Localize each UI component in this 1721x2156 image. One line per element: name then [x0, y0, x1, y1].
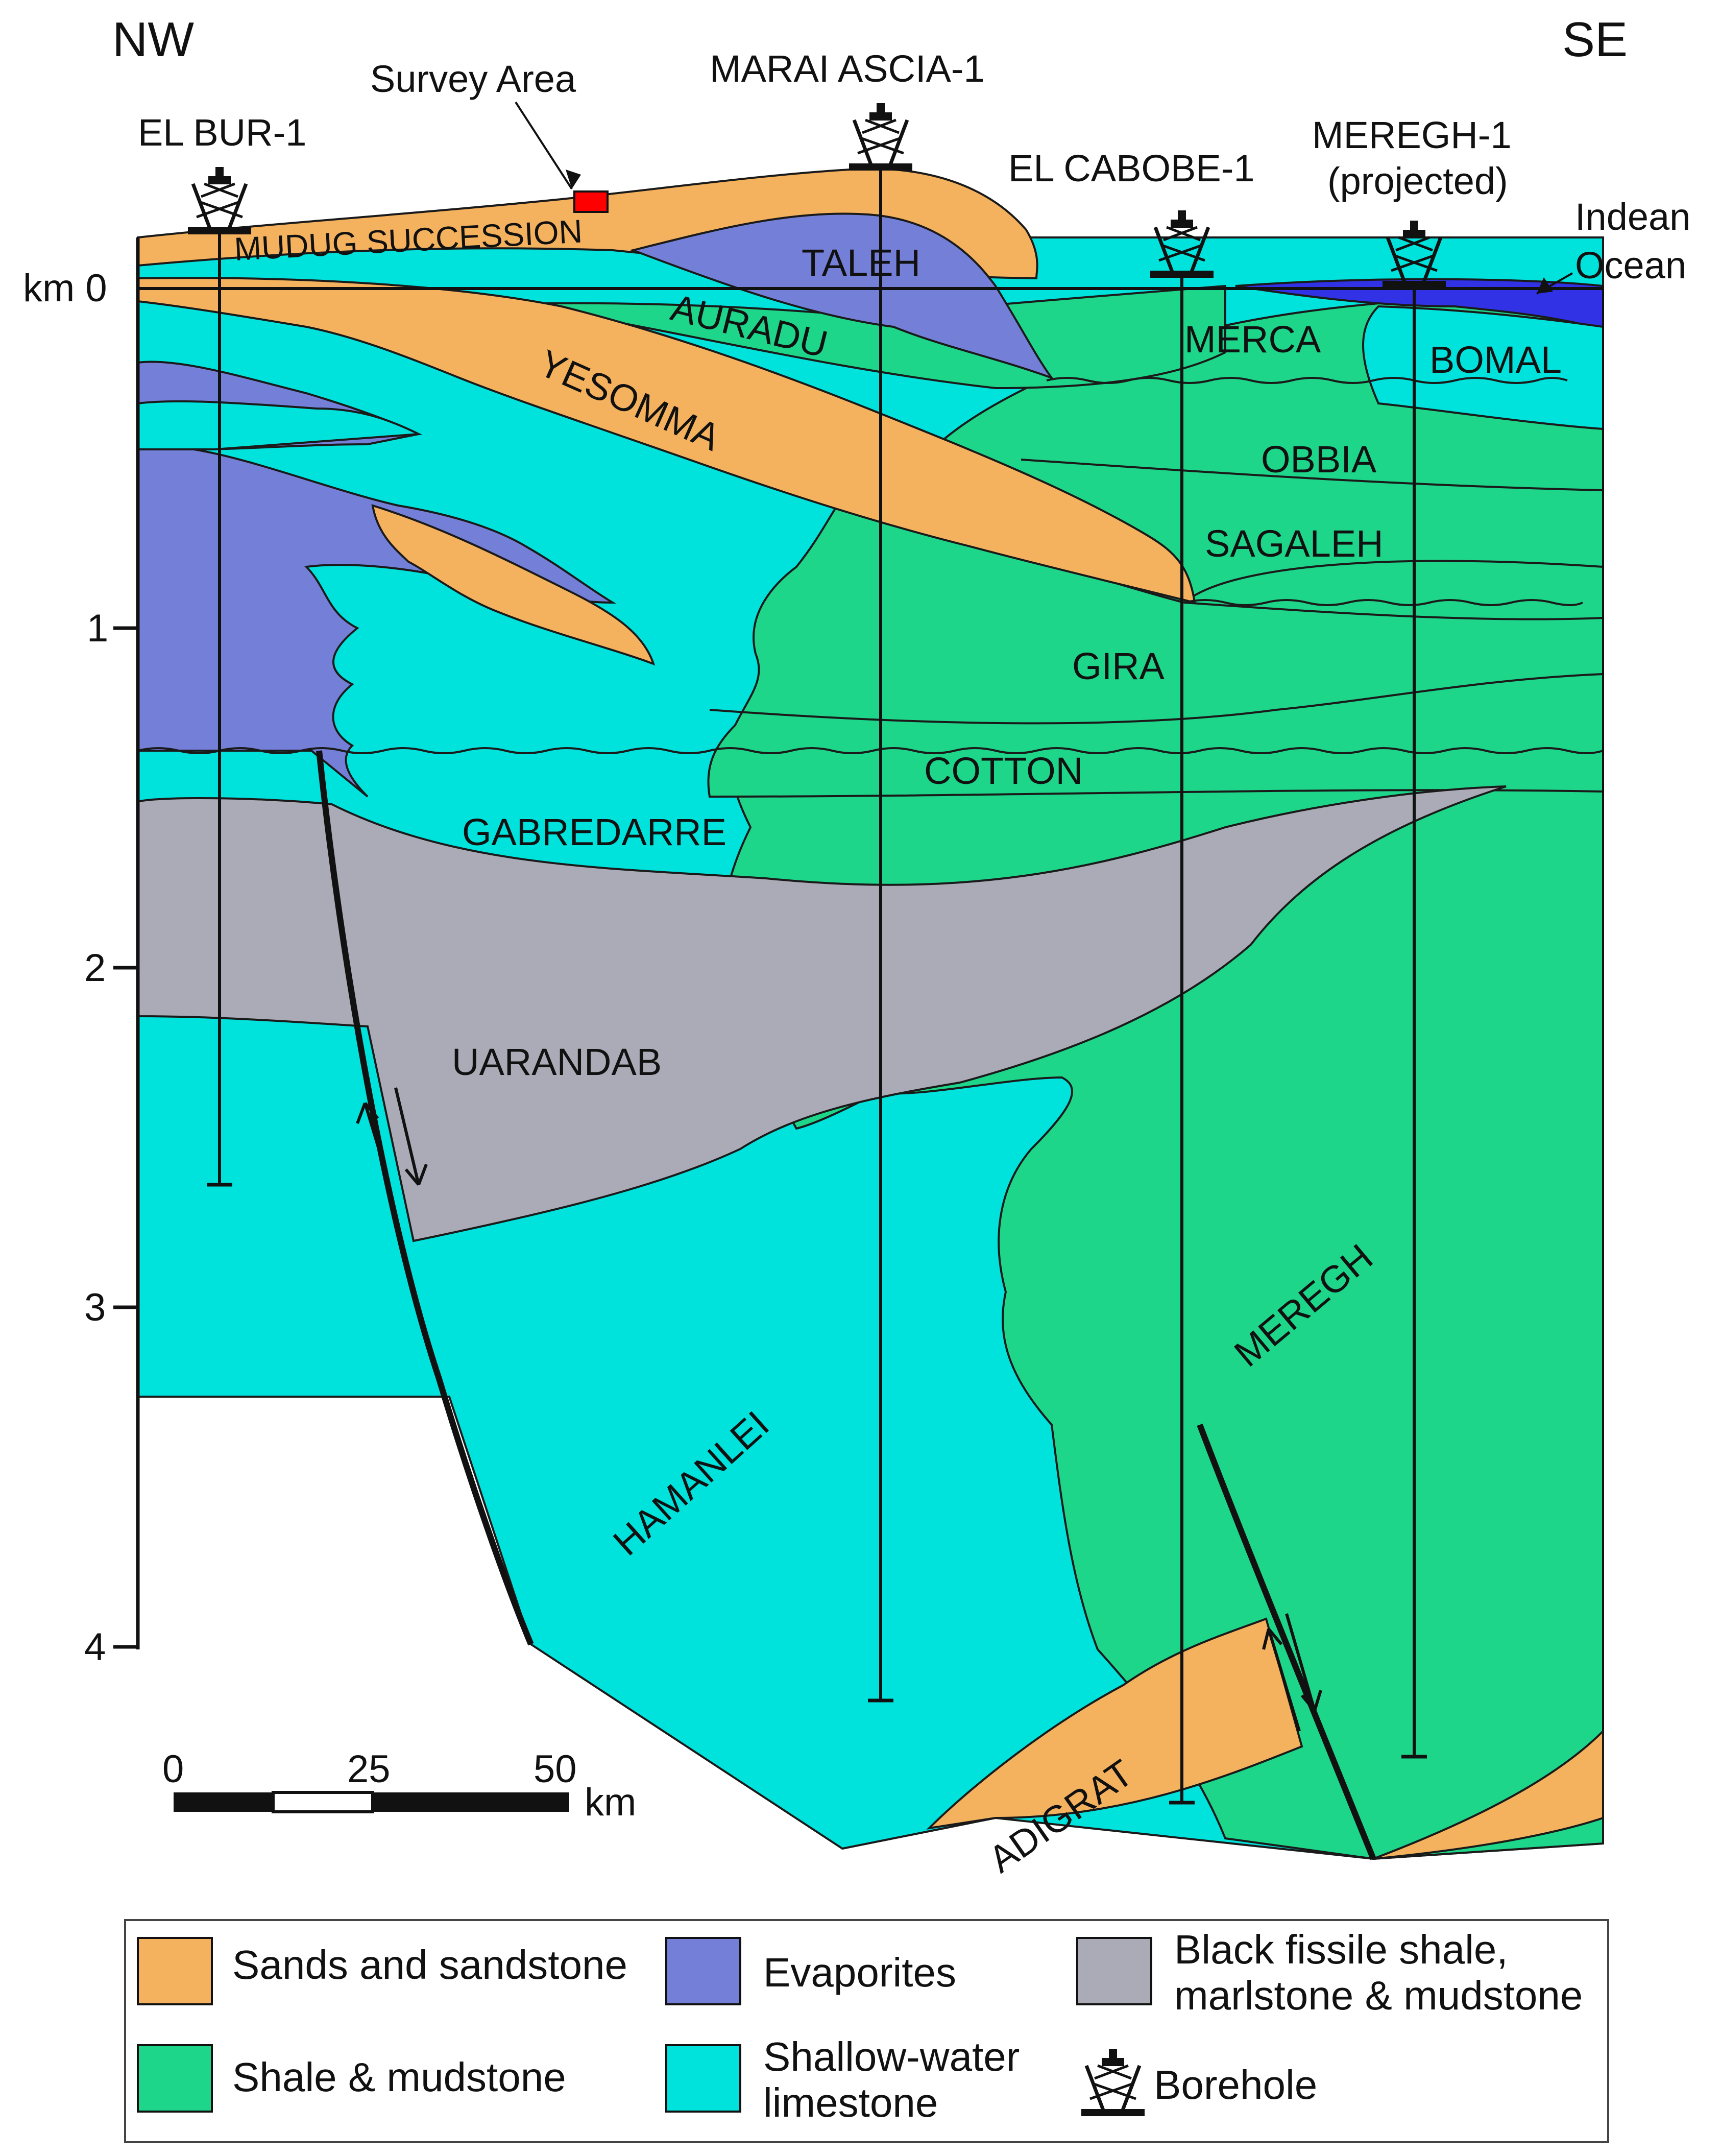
ocean: [1235, 278, 1604, 331]
legend-swatch-sands: [137, 1937, 213, 2005]
sand-lower-tongue: [371, 504, 656, 666]
cotton-top: [709, 673, 1604, 725]
legend: Sands and sandstone Evaporites Black fis…: [124, 1919, 1609, 2143]
formation-merca: MERCA: [1184, 318, 1321, 361]
rig-el-bur-icon: [188, 167, 251, 234]
scale-label-0: 0: [162, 1747, 184, 1791]
legend-label-borehole: Borehole: [1154, 2062, 1317, 2107]
direction-nw: NW: [112, 12, 194, 67]
survey-area-label: Survey Area: [370, 58, 576, 100]
legend-label-black-shale-2: marlstone & mudstone: [1174, 1973, 1583, 2018]
well-label-el-cabobe: EL CABOBE-1: [1008, 147, 1255, 189]
axis-tick-1: 1: [87, 607, 108, 650]
rig-marai-ascia-icon: [849, 103, 912, 171]
legend-label-limestone-2: limestone: [763, 2080, 938, 2125]
legend-swatch-black-shale: [1076, 1937, 1152, 2005]
axis-tick-4: 4: [84, 1625, 106, 1669]
legend-label-shale: Shale & mudstone: [232, 2054, 566, 2100]
limestone-insert-1: [137, 400, 423, 451]
shale-middle-band: [707, 504, 1604, 798]
fault-arrows-nw: [356, 1087, 428, 1186]
legend-label-evaporites: Evaporites: [763, 1950, 956, 1995]
ocean-label-2: Ocean: [1575, 244, 1686, 286]
well-label-marai-ascia: MARAI ASCIA-1: [710, 47, 985, 90]
legend-swatch-shale: [137, 2044, 213, 2113]
fault-nw: [316, 750, 534, 1646]
evaporite-taleh: [629, 212, 1055, 380]
black-shale-band: [137, 785, 1507, 1242]
formation-uarandab: UARANDAB: [452, 1041, 662, 1083]
survey-area-arrowhead: [566, 170, 581, 189]
scale-unit: km: [585, 1781, 636, 1824]
axis-zero: km 0: [23, 267, 107, 310]
shale-upper-wedge: [510, 284, 1226, 390]
unconformity-line: [137, 747, 1604, 754]
fault-arrows-se: [1262, 1613, 1322, 1732]
scale-label-50: 50: [534, 1747, 577, 1791]
well-label-meregh-projected: (projected): [1327, 160, 1508, 202]
axis-tick-3: 3: [84, 1286, 106, 1329]
fault-se: [1197, 1423, 1376, 1860]
ocean-arrowhead: [1537, 277, 1553, 294]
section-body: [113, 101, 1604, 1860]
scale-label-25: 25: [347, 1747, 391, 1791]
survey-area-leader: [515, 101, 573, 190]
axis-tick-2: 2: [84, 946, 106, 990]
legend-frame: [124, 1919, 1609, 2143]
sand-yesomma: [137, 277, 1196, 604]
limestone-bomal: [1362, 305, 1604, 430]
sand-adigrat: [926, 1617, 1303, 1830]
direction-se: SE: [1562, 12, 1628, 67]
legend-swatch-limestone: [665, 2044, 741, 2113]
legend-swatch-evaporites: [665, 1937, 741, 2005]
sagaleh-base: [1184, 602, 1604, 620]
well-label-el-bur: EL BUR-1: [138, 111, 306, 154]
legend-label-sands: Sands and sandstone: [232, 1942, 627, 1987]
formation-cotton: COTTON: [924, 750, 1083, 792]
scale-bar: 0 25 50 km: [162, 1747, 636, 1824]
unconformity-upper: [1046, 377, 1568, 384]
ocean-label-1: Indean: [1575, 196, 1690, 238]
formation-gira: GIRA: [1072, 645, 1165, 687]
legend-label-limestone-1: Shallow-water: [763, 2034, 1020, 2079]
legend-label-black-shale-1: Black fissile shale,: [1174, 1927, 1508, 1972]
formation-gabredarre: GABREDARRE: [462, 811, 726, 853]
well-label-meregh: MEREGH-1: [1312, 114, 1512, 156]
formation-taleh: TALEH: [802, 242, 920, 284]
obbia-base: [1021, 459, 1604, 491]
formation-sagaleh: SAGALEH: [1205, 522, 1384, 565]
formation-bomal: BOMAL: [1429, 339, 1562, 381]
unconformity-gira: [1184, 599, 1583, 606]
survey-area-marker: [573, 190, 609, 213]
formation-obbia: OBBIA: [1261, 438, 1377, 481]
